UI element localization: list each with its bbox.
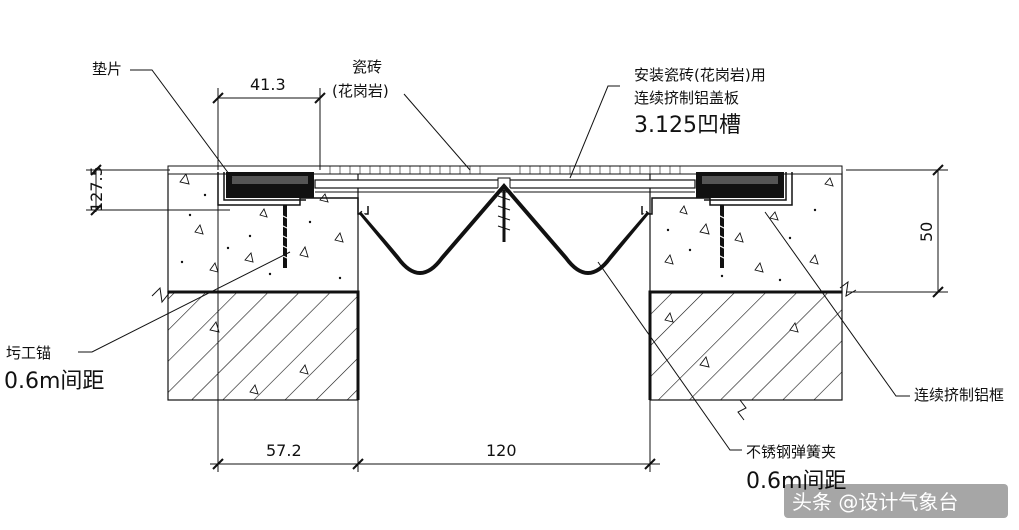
label-tile-line2: (花岗岩) xyxy=(332,82,389,100)
dim-bottom-mid: 120 xyxy=(486,441,517,460)
label-anchor-line2: 0.6m间距 xyxy=(4,369,104,394)
label-frame: 连续挤制铝框 xyxy=(914,386,1004,404)
dimension-lines xyxy=(86,88,948,472)
dim-bottom-left: 57.2 xyxy=(266,441,302,460)
left-black-pad xyxy=(226,172,314,198)
leader-lines xyxy=(78,69,910,451)
label-cover-line2: 连续挤制铝盖板 xyxy=(634,89,739,107)
label-clip-line1: 不锈钢弹簧夹 xyxy=(746,443,836,461)
label-pad: 垫片 xyxy=(92,60,122,78)
left-anchor xyxy=(280,205,290,268)
watermark: 头条 @设计气象台 xyxy=(784,484,1008,518)
left-hatched-base xyxy=(151,286,360,401)
dim-left-height: 127.5 xyxy=(87,166,106,212)
spring-clip xyxy=(358,181,650,275)
dim-right-height: 50 xyxy=(917,222,936,242)
right-hatched-base xyxy=(648,280,857,421)
right-black-pad xyxy=(696,172,784,198)
watermark-text: 头条 @设计气象台 xyxy=(792,490,958,514)
right-anchor xyxy=(717,205,727,268)
left-aluminum-frame xyxy=(217,172,369,215)
label-cover-line1: 安装瓷砖(花岗岩)用 xyxy=(634,66,766,84)
dim-top-width: 41.3 xyxy=(250,75,286,94)
label-tile-line1: 瓷砖 xyxy=(352,58,382,76)
annotations: 垫片 瓷砖 (花岗岩) 安装瓷砖(花岗岩)用 连续挤制铝盖板 3.125凹槽 圬… xyxy=(4,58,1004,494)
label-clip-line2: 0.6m间距 xyxy=(746,469,846,494)
label-cover-line3: 3.125凹槽 xyxy=(634,113,741,138)
label-anchor-line1: 圬工锚 xyxy=(6,344,51,362)
